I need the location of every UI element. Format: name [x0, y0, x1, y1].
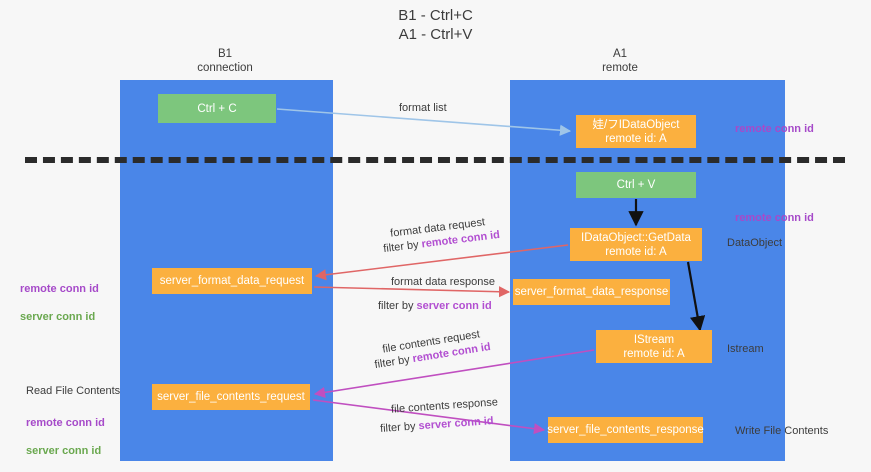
node-server-file-contents-response[interactable]: server_file_contents_response — [547, 417, 704, 443]
edge-label-format-list: format list — [399, 102, 447, 114]
edge-label-file-contents-response-filter: filter by server conn id — [380, 414, 494, 437]
annotation-read-file-contents: Read File Contents — [26, 385, 121, 397]
page-title: B1 - Ctrl+C A1 - Ctrl+V — [398, 7, 473, 43]
edge-label-format-data-response-filter: filter by server conn id — [378, 299, 492, 314]
annotation-left-server-conn-id-2: server conn id — [26, 445, 102, 457]
annotation-left-conn-ids-2: remote conn id server conn id — [26, 402, 105, 472]
annotation-right-remote-conn-id-1: remote conn id — [735, 123, 814, 135]
phase-divider — [25, 157, 845, 163]
annotation-dataobject: DataObject — [727, 237, 783, 249]
node-server-format-data-request[interactable]: server_format_data_request — [152, 268, 312, 294]
annotation-istream: Istream — [727, 343, 764, 355]
node-server-format-data-response[interactable]: server_format_data_response — [513, 279, 670, 305]
annotation-left-remote-conn-id-2: remote conn id — [26, 417, 105, 429]
node-ctrl-v[interactable]: Ctrl + V — [576, 172, 696, 198]
node-server-file-contents-request[interactable]: server_file_contents_request — [152, 384, 310, 410]
node-ctrl-c[interactable]: Ctrl + C — [158, 94, 276, 123]
edge-label-format-data-response: format data response — [391, 276, 495, 288]
node-istream[interactable]: IStream remote id: A — [596, 330, 712, 363]
filter-prefix: filter by — [382, 238, 423, 256]
filter-prefix: filter by — [373, 353, 414, 372]
node-idataobject[interactable]: 娃/フIDataObject remote id: A — [576, 115, 696, 148]
lane-header-b1: B1 connection — [197, 48, 253, 74]
annotation-left-conn-ids-1: remote conn id server conn id — [20, 268, 99, 338]
filter-prefix: filter by — [378, 300, 417, 312]
filter-key-server-conn-id: server conn id — [416, 300, 492, 312]
annotation-left-server-conn-id: server conn id — [20, 311, 96, 323]
annotation-write-file-contents: Write File Contents — [735, 425, 829, 437]
lane-header-a1: A1 remote — [602, 48, 638, 74]
filter-prefix: filter by — [379, 420, 419, 435]
annotation-left-remote-conn-id: remote conn id — [20, 283, 99, 295]
annotation-right-remote-conn-id-2: remote conn id — [735, 212, 814, 224]
filter-key-server-conn-id: server conn id — [418, 415, 494, 433]
node-idataobject-getdata[interactable]: IDataObject::GetData remote id: A — [570, 228, 702, 261]
